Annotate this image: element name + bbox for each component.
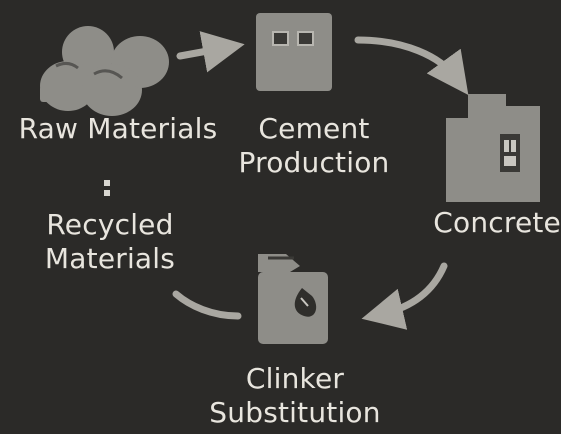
cement-label-line2: Production <box>238 146 390 179</box>
dotted-separator-icon <box>104 180 110 196</box>
recycled-label-line2: Materials <box>44 242 176 275</box>
node-label-clinker-substitution: Clinker Substitution <box>186 362 404 430</box>
cement-label-line1: Cement <box>258 112 370 145</box>
bag-icon <box>258 254 328 344</box>
cement-block-icon <box>256 13 332 91</box>
node-label-cement-production: Cement Production <box>218 112 410 180</box>
arrow-raw-to-cement <box>176 31 245 73</box>
raw-materials-label: Raw Materials <box>18 112 218 145</box>
arrow-cement-to-concrete <box>354 36 469 95</box>
recycled-label-line1: Recycled <box>46 208 174 241</box>
clinker-label-line2: Substitution <box>209 396 381 429</box>
building-icon <box>446 94 540 202</box>
clinker-label-line1: Clinker <box>245 362 345 395</box>
arrow-clinker-to-recycled <box>172 290 242 320</box>
node-label-raw-materials: Raw Materials <box>0 112 236 146</box>
node-label-concrete: Concrete <box>415 206 561 240</box>
node-label-recycled-materials: Recycled Materials <box>28 208 192 276</box>
arrow-concrete-to-clinker <box>361 262 448 330</box>
concrete-label: Concrete <box>433 206 561 239</box>
